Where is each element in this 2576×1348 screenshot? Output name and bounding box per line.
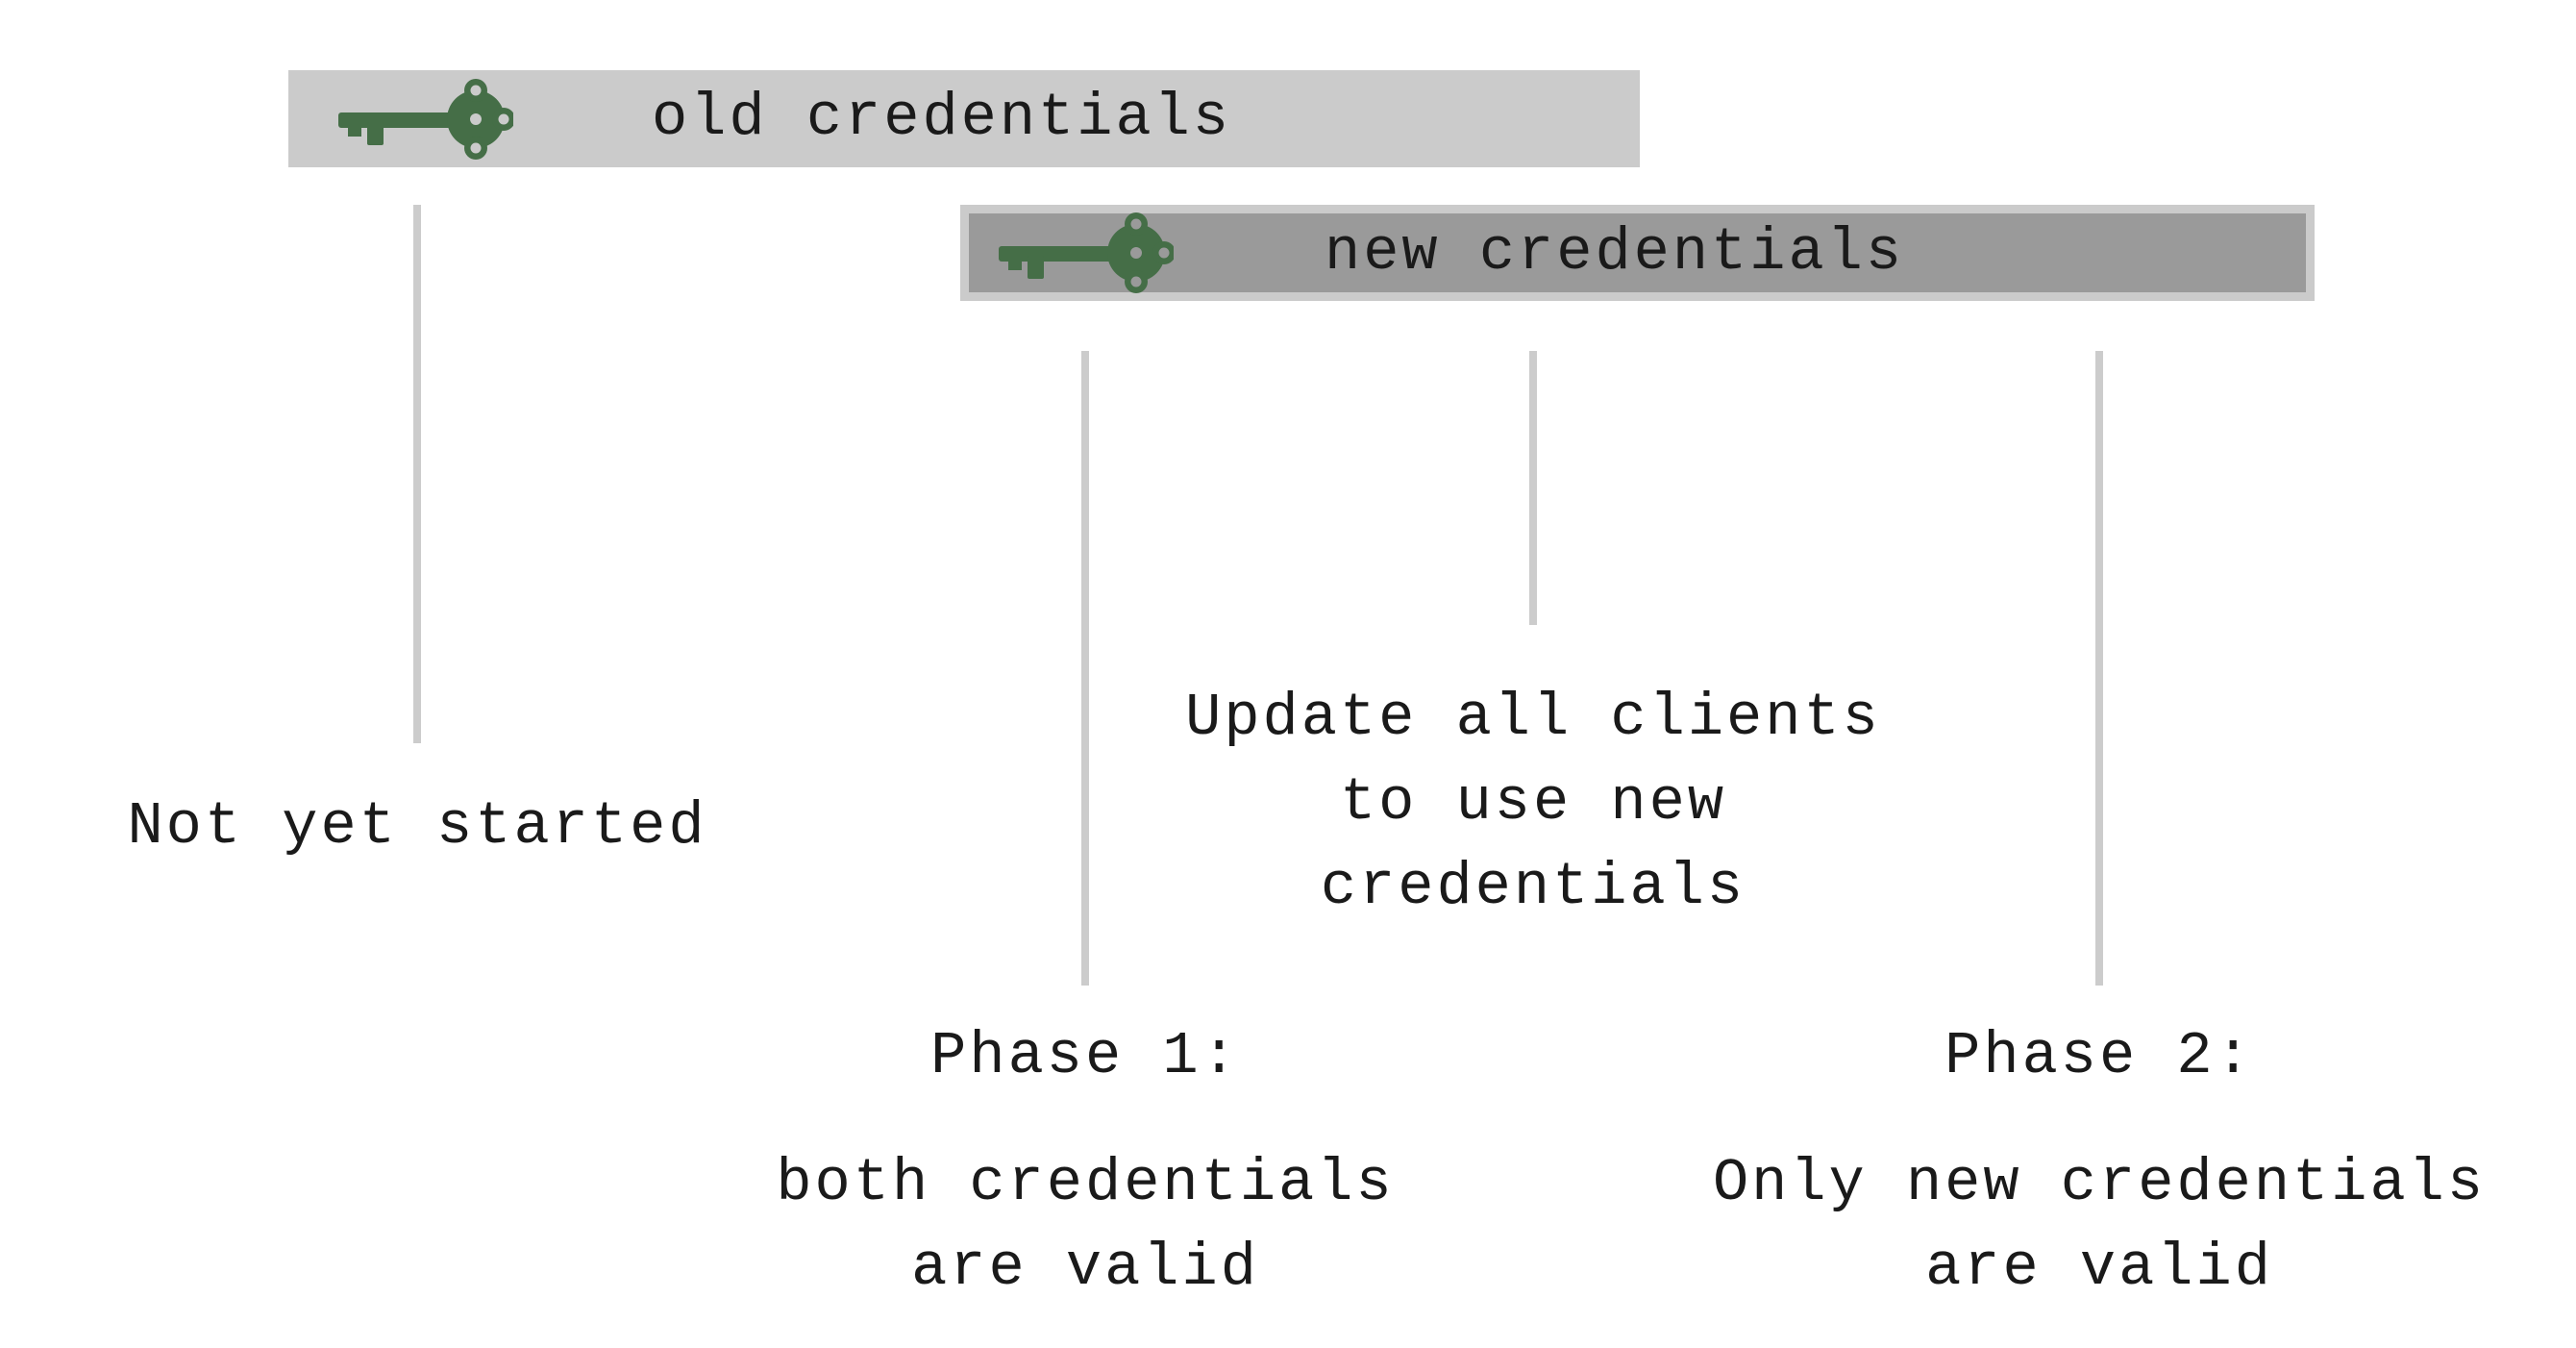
phase1-marker-line xyxy=(1081,351,1089,986)
old-credentials-bar: old credentials xyxy=(288,70,1640,167)
key-icon xyxy=(999,212,1174,293)
not-started-marker-line xyxy=(413,205,421,743)
update-clients-label: Update all clients to use new credential… xyxy=(1185,684,1881,921)
key-icon xyxy=(338,79,513,160)
not-started-label: Not yet started xyxy=(127,792,707,861)
new-credentials-bar: new credentials xyxy=(960,205,2315,301)
phase2-description: Only new credentials are valid xyxy=(1712,1149,2487,1302)
phase2-marker-line xyxy=(2095,351,2103,986)
phase1-description: both credentials are valid xyxy=(776,1149,1395,1302)
phase2-title: Phase 2: xyxy=(1944,1022,2254,1090)
phase1-title: Phase 1: xyxy=(930,1022,1240,1090)
update-marker-line xyxy=(1529,351,1537,625)
new-credentials-label: new credentials xyxy=(1325,218,1905,287)
old-credentials-label: old credentials xyxy=(652,84,1232,152)
